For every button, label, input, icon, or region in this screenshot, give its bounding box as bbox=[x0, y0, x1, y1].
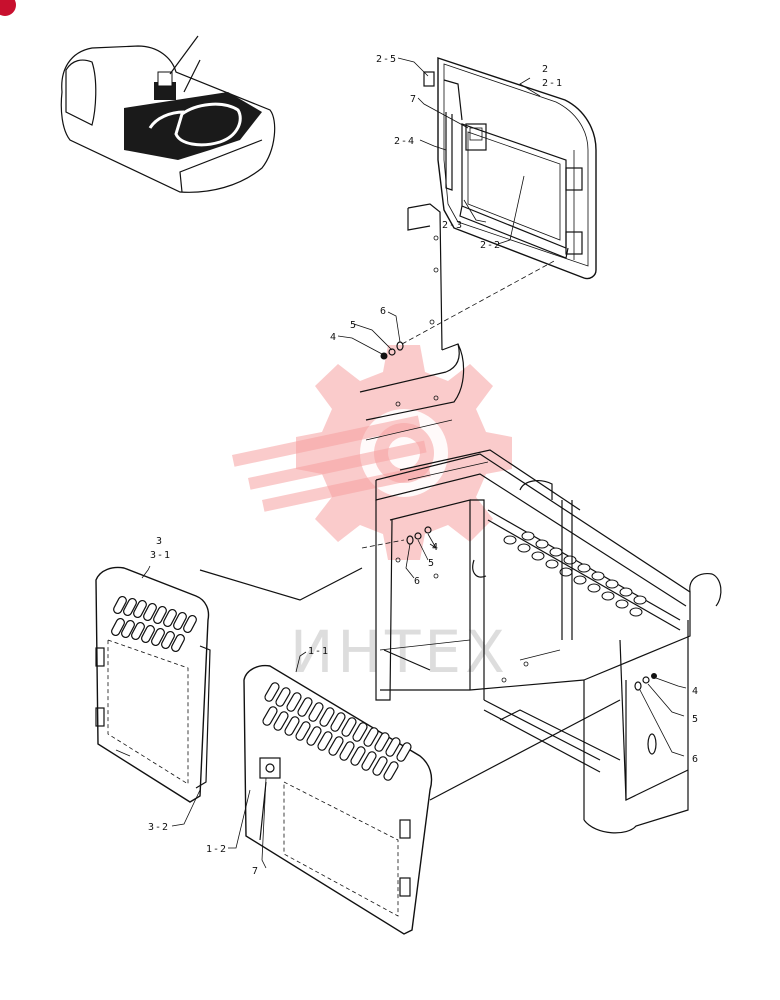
upright-member bbox=[359, 203, 465, 441]
leader-lines bbox=[141, 57, 687, 869]
label-5-frame: 5 bbox=[428, 558, 435, 569]
side-panel-right bbox=[243, 664, 621, 935]
label-3: 3 bbox=[156, 536, 163, 547]
label-4-frame: 4 bbox=[432, 542, 439, 553]
label-1-1: 1-1 bbox=[308, 646, 329, 657]
label-7-top: 7 bbox=[410, 94, 417, 105]
side-panel-left bbox=[95, 566, 363, 803]
corner-badge bbox=[0, 0, 16, 16]
label-1-2: 1-2 bbox=[206, 844, 227, 855]
watermark-logo: ИНТЕХ bbox=[231, 345, 512, 686]
label-3-1: 3-1 bbox=[150, 550, 171, 561]
label-4-mid: 4 bbox=[330, 332, 337, 343]
label-6-frame: 6 bbox=[414, 576, 421, 587]
callout-labels: 2-5 2 2-1 7 2-4 2-3 2-2 6 5 4 4 5 6 3 3-… bbox=[148, 54, 699, 877]
main-frame bbox=[375, 449, 722, 834]
label-2-4: 2-4 bbox=[394, 136, 415, 147]
label-2-3: 2-3 bbox=[442, 220, 463, 231]
watermark-text: ИНТЕХ bbox=[290, 618, 509, 686]
label-2-1: 2-1 bbox=[542, 78, 563, 89]
label-2: 2 bbox=[542, 64, 549, 75]
label-7-bottom: 7 bbox=[252, 866, 259, 877]
label-2-5: 2-5 bbox=[376, 54, 397, 65]
label-3-2: 3-2 bbox=[148, 822, 169, 833]
label-6-right: 6 bbox=[692, 754, 699, 765]
label-5-right: 5 bbox=[692, 714, 699, 725]
label-2-2: 2-2 bbox=[480, 240, 501, 251]
fasteners-mid bbox=[380, 259, 557, 360]
label-5-mid: 5 bbox=[350, 320, 357, 331]
label-4-right: 4 bbox=[692, 686, 699, 697]
inset-cab-view bbox=[60, 35, 276, 193]
upper-door-panel bbox=[423, 57, 597, 280]
label-6-mid: 6 bbox=[380, 306, 387, 317]
